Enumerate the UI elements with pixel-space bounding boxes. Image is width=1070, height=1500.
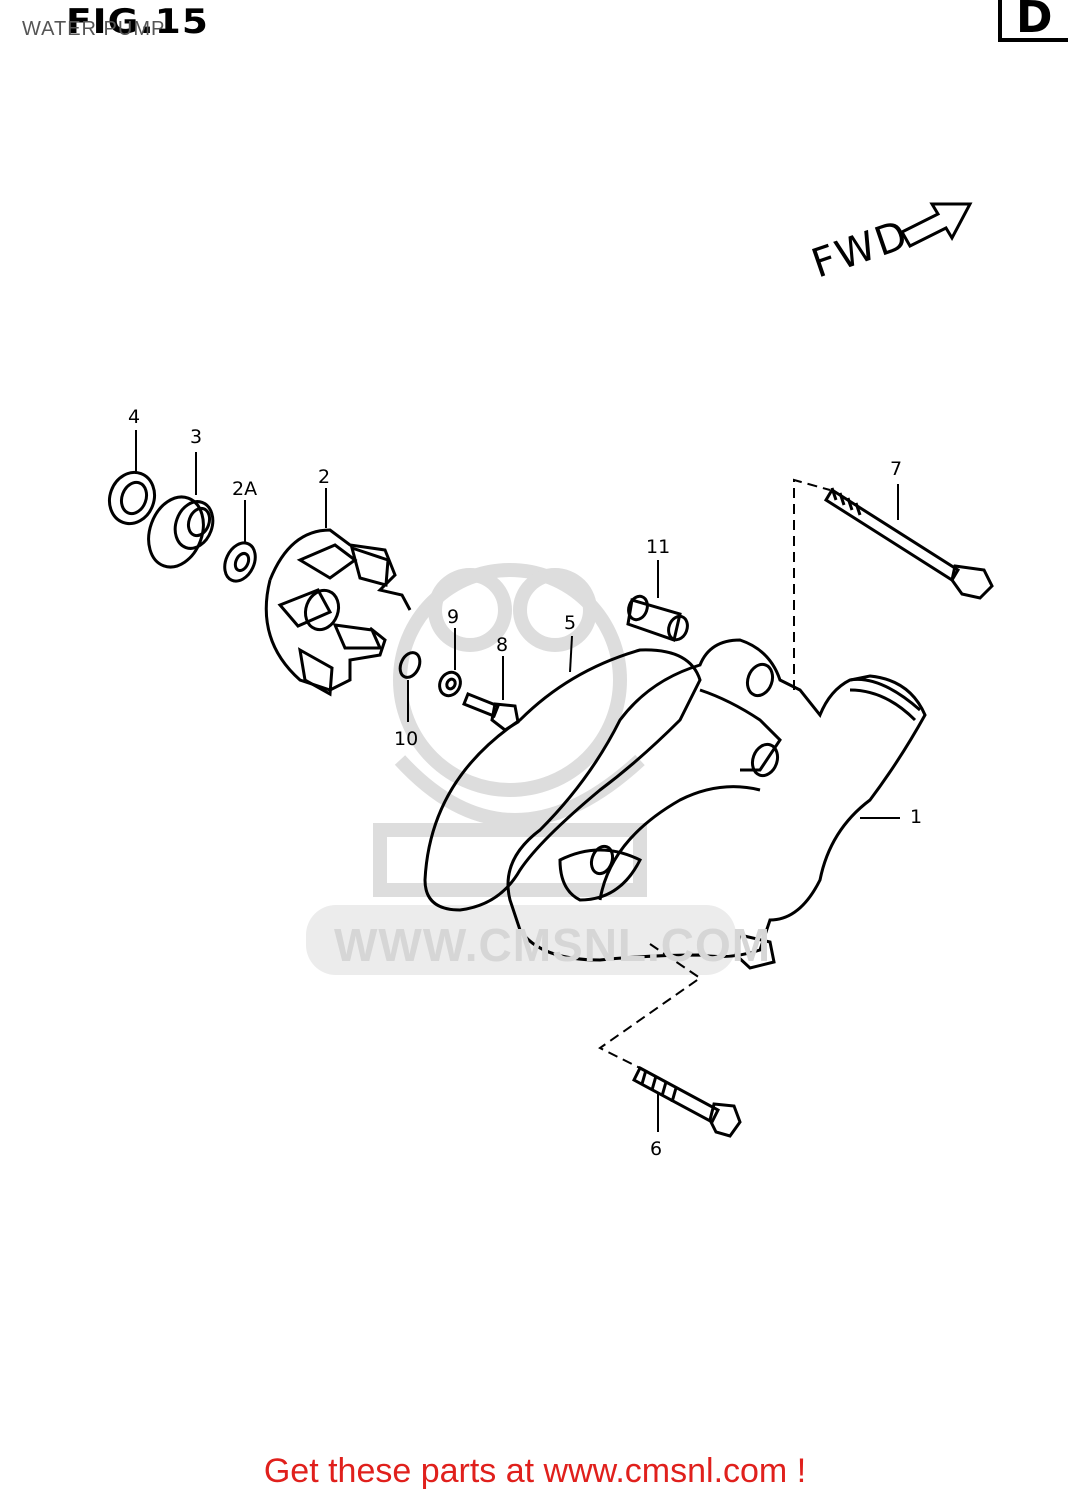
footer-shop-link[interactable]: Get these parts at www.cmsnl.com ! [263,1452,807,1490]
section-box [998,0,1068,42]
section-letter: D [1016,0,1053,43]
part-1-pump-cover [506,638,927,970]
watermark-logo [373,563,647,897]
callout-7: 7 [890,458,903,480]
figure-title: FIG.15 [66,2,210,42]
part-7-bolt [823,487,994,600]
part-2-impeller [264,528,412,697]
callout-5: 5 [564,612,577,634]
callout-9: 9 [447,606,460,628]
callout-10: 10 [394,728,419,750]
part-6-bolt [632,1065,742,1138]
leader-lines [135,430,900,1132]
callout-3: 3 [190,426,203,448]
part-8-bolt [462,692,520,732]
diagram-subtitle: WATER PUMP [22,18,166,40]
part-10-washer [398,651,422,679]
callout-2: 2 [318,466,331,488]
part-5-gasket [423,648,702,912]
fwd-arrow-icon [899,202,973,248]
callout-6: 6 [650,1138,663,1160]
part-11-dowel [626,594,689,642]
part-2a-washer [223,541,257,583]
callout-2a: 2A [232,478,258,500]
part-4-seal [107,470,157,526]
callout-11: 11 [646,536,671,558]
watermark-text: WWW.CMSNL.COM [334,919,772,971]
part-9-o-ring [438,670,462,698]
part-3-mechanical-seal [147,495,215,569]
callout-8: 8 [496,634,509,656]
callout-4: 4 [128,406,141,428]
callout-1: 1 [910,806,923,828]
